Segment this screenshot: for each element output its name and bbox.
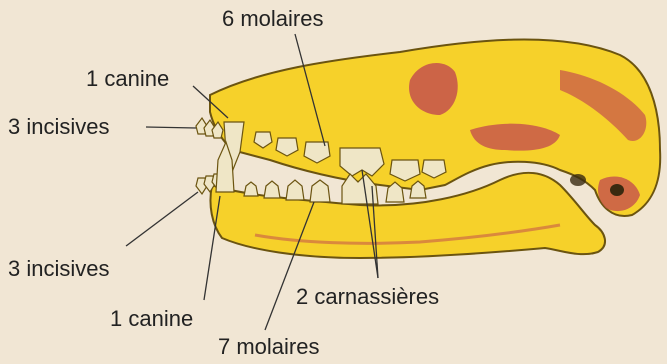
leader-lower-incisors (126, 192, 198, 246)
lower-molar (244, 182, 258, 196)
condyle-opening (570, 174, 586, 186)
label-lower-molars: 7 molaires (218, 336, 319, 358)
label-carnassials: 2 carnassières (296, 286, 439, 308)
label-upper-molars: 6 molaires (222, 8, 323, 30)
lower-molar (310, 180, 330, 202)
label-upper-incisors: 3 incisives (8, 116, 109, 138)
label-upper-canine: 1 canine (86, 68, 169, 90)
auditory-opening (610, 184, 624, 196)
leader-upper-incisors (146, 127, 196, 128)
lower-molar (264, 181, 280, 198)
lower-molar (286, 180, 304, 200)
label-lower-canine: 1 canine (110, 308, 193, 330)
label-lower-incisors: 3 incisives (8, 258, 109, 280)
